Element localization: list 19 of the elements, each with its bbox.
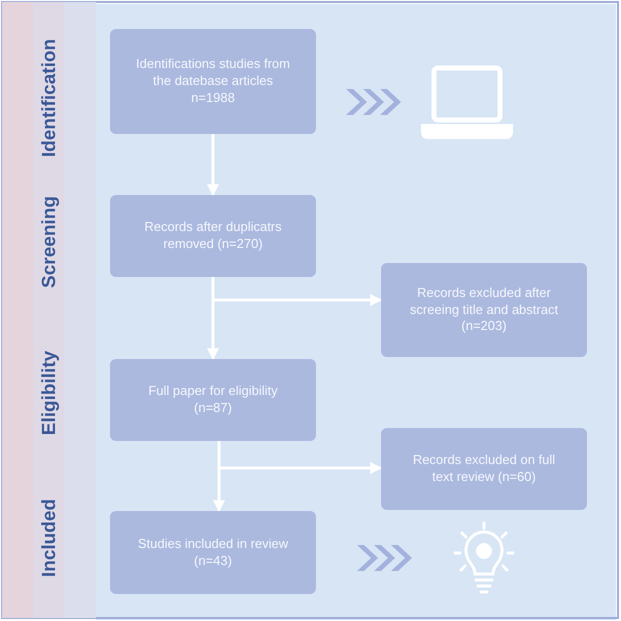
box-text: Records excluded on full text review (n=60) <box>412 452 556 486</box>
box-text: Records excluded after screeing title and abstract (n=203) <box>408 284 560 336</box>
stage-label: Eligibility <box>39 350 61 436</box>
stage-label: Identification <box>39 38 61 158</box>
stage-label: Screening <box>39 196 61 288</box>
process-box <box>381 263 587 357</box>
arrow <box>207 134 219 196</box>
arrow <box>212 277 382 306</box>
process-box <box>110 359 316 441</box>
box-text: Records after duplicatrs removed (n=270) <box>143 219 283 253</box>
process-box <box>110 29 316 134</box>
box-text: Identifications studies from the datebase articles n=1988 <box>135 56 291 107</box>
stage-label: Included <box>39 498 61 578</box>
box-text: Studies included in review (n=43) <box>136 536 290 570</box>
process-box <box>110 195 316 277</box>
process-box <box>381 428 587 510</box>
box-text: Full paper for eligibility (n=87) <box>147 383 279 417</box>
arrow <box>218 441 382 474</box>
process-box <box>110 511 316 594</box>
